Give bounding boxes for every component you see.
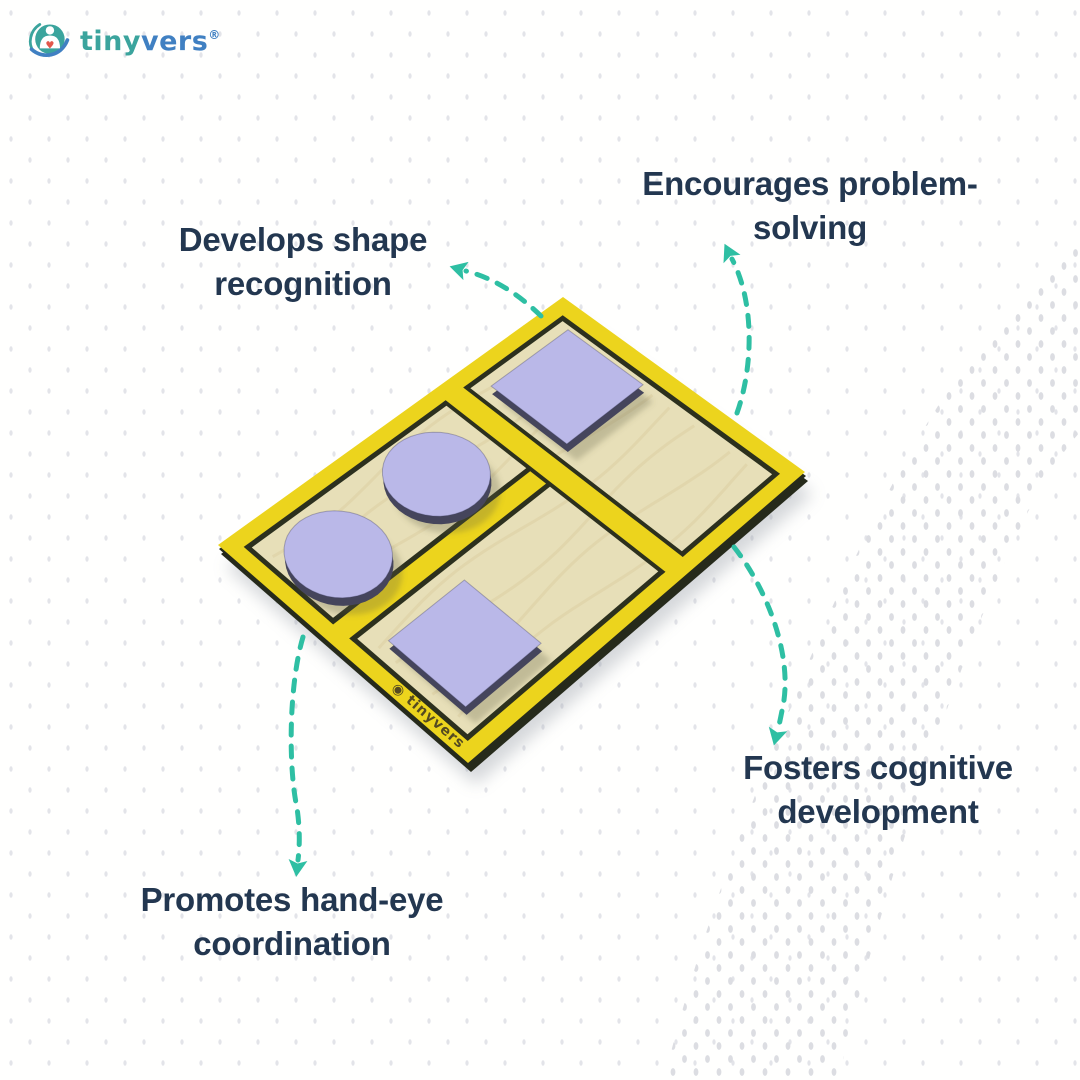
wordmark-secondary: vers bbox=[140, 25, 209, 57]
develops-arrow bbox=[463, 268, 544, 319]
square-piece bbox=[490, 329, 644, 445]
encourages-arrowhead bbox=[723, 243, 741, 264]
wood-grain bbox=[377, 406, 671, 650]
tray-wood-base bbox=[251, 321, 773, 735]
develops-arrowhead bbox=[449, 261, 469, 281]
brand-wordmark: tinyvers® bbox=[80, 26, 221, 57]
tinyvers-logo-icon: ♥ bbox=[28, 23, 70, 58]
dot-swirl-decoration bbox=[664, 238, 1080, 1080]
registered-mark: ® bbox=[208, 27, 221, 42]
benefit-label-encourages-problem-solving: Encourages problem-solving bbox=[642, 165, 978, 246]
benefit-label-develops-shape-recognition: Develops shape recognition bbox=[178, 221, 428, 302]
benefit-label-promotes-hand-eye-coordination: Promotes hand-eye coordination bbox=[140, 881, 444, 962]
circle-piece bbox=[283, 510, 393, 599]
logo-heart-icon: ♥ bbox=[45, 40, 54, 51]
benefit-label-fosters-cognitive-development: Fosters cognitive development bbox=[743, 749, 1013, 830]
fosters-arrow bbox=[731, 544, 788, 732]
brand-logo: ♥ tinyvers® bbox=[26, 18, 221, 64]
promotes-arrow bbox=[288, 634, 306, 863]
fosters-arrowhead bbox=[768, 726, 788, 746]
circle-piece bbox=[382, 431, 491, 517]
divider-bar-cross bbox=[442, 385, 686, 575]
callout-arrows bbox=[288, 243, 788, 877]
shape-sorter-tray: ◉ tinyvers bbox=[218, 297, 813, 785]
wordmark-primary: tiny bbox=[80, 25, 141, 57]
promotes-arrowhead bbox=[288, 859, 308, 877]
square-piece bbox=[387, 579, 542, 708]
encourages-arrow bbox=[729, 256, 752, 416]
